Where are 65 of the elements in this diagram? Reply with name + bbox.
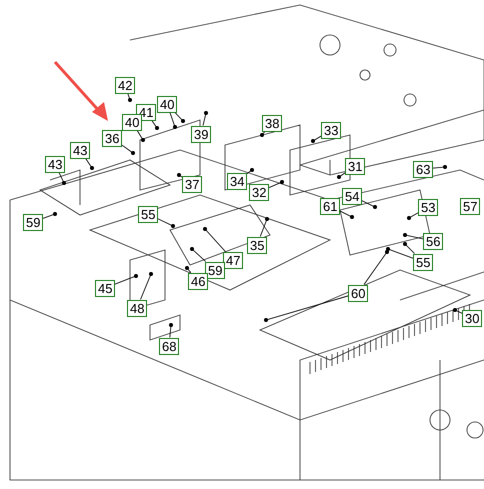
leader-line bbox=[174, 112, 185, 123]
leader-line bbox=[114, 274, 138, 285]
callout-number: 31 bbox=[345, 158, 366, 174]
leader-line bbox=[58, 172, 66, 185]
callout-number: 68 bbox=[159, 338, 180, 354]
leader-line bbox=[246, 168, 254, 174]
leader-line bbox=[268, 180, 284, 188]
leader-line bbox=[190, 247, 206, 262]
leader-line bbox=[127, 93, 132, 102]
callout-number: 43 bbox=[45, 156, 66, 172]
callout-number: 35 bbox=[247, 236, 268, 254]
callout-number: 55 bbox=[138, 206, 158, 222]
callout-number: 32 bbox=[249, 184, 270, 200]
callout-number: 33 bbox=[321, 122, 342, 138]
callout-number: 56 bbox=[423, 232, 444, 250]
callout-number: 61 bbox=[320, 198, 340, 214]
callout-number: 39 bbox=[191, 126, 212, 142]
callout-number: 59 bbox=[23, 214, 44, 230]
leader-line bbox=[170, 112, 177, 129]
callout-number: 40 bbox=[122, 114, 142, 130]
leader-line bbox=[386, 247, 414, 259]
callout-number: 38 bbox=[262, 114, 282, 132]
callout-number: 45 bbox=[95, 280, 116, 296]
leader-line bbox=[260, 217, 269, 237]
leader-line bbox=[122, 144, 135, 155]
leader-line bbox=[85, 158, 94, 170]
leader-line bbox=[177, 173, 182, 178]
leader-line bbox=[403, 233, 424, 240]
callout-number: 48 bbox=[127, 300, 148, 316]
callout-number: 30 bbox=[462, 310, 482, 326]
leader-line bbox=[364, 250, 389, 285]
callout-number: 47 bbox=[223, 252, 244, 268]
callout-number: 40 bbox=[157, 96, 178, 112]
leader-line bbox=[136, 130, 145, 142]
leader-line bbox=[158, 218, 175, 228]
leader-line bbox=[407, 212, 418, 220]
leader-line bbox=[340, 210, 354, 219]
leader-line bbox=[169, 323, 173, 338]
callout-number: 53 bbox=[418, 198, 438, 216]
callout-number: 36 bbox=[102, 130, 122, 146]
callout-number: 37 bbox=[182, 176, 202, 192]
callout-number: 43 bbox=[70, 142, 90, 158]
leader-line bbox=[140, 272, 153, 300]
callout-number: 63 bbox=[413, 160, 434, 178]
leader-line bbox=[432, 165, 447, 169]
leader-line bbox=[337, 172, 346, 179]
callout-number: 59 bbox=[205, 262, 226, 278]
leader-line bbox=[260, 131, 266, 137]
leader-line bbox=[264, 296, 348, 322]
leader-line bbox=[311, 136, 322, 143]
leader-line bbox=[185, 266, 192, 273]
callout-number: 57 bbox=[460, 198, 480, 214]
leader-line bbox=[203, 227, 226, 252]
callout-number: 54 bbox=[342, 188, 362, 204]
leader-line bbox=[453, 308, 462, 314]
leader-line bbox=[403, 242, 415, 254]
leader-line bbox=[362, 200, 377, 209]
leader-line bbox=[42, 212, 57, 219]
callout-number: 55 bbox=[413, 254, 434, 270]
callout-number: 42 bbox=[115, 76, 136, 94]
callout-number: 34 bbox=[227, 172, 248, 190]
callout-number: 46 bbox=[188, 272, 208, 290]
callout-number: 60 bbox=[348, 284, 368, 302]
leader-line bbox=[151, 120, 159, 130]
leader-line bbox=[202, 111, 208, 126]
